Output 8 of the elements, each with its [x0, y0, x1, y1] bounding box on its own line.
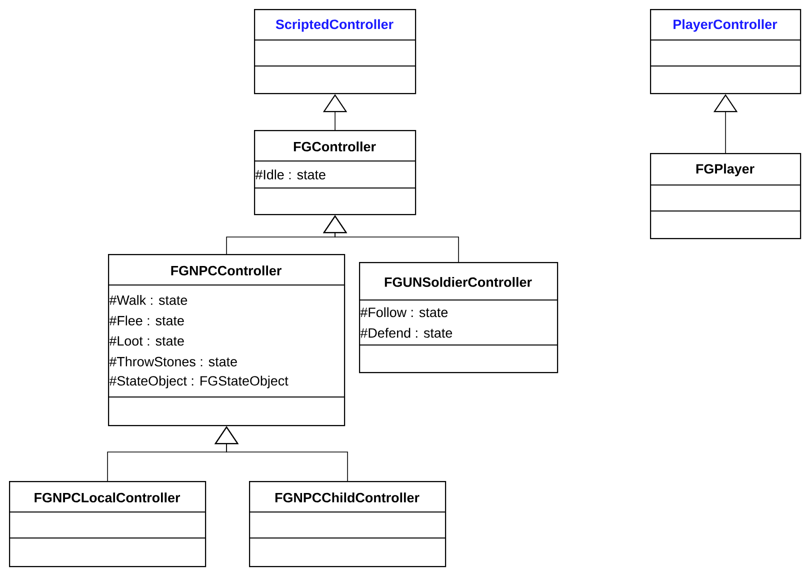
- class-box: FGNPCController #Walk : state #Flee : state #Loot : state #ThrowStones : state #StateObject : FGStateObject: [108, 254, 346, 426]
- class-box: FGNPCLocalController: [9, 481, 206, 568]
- class-box: FGUNSoldierController #Follow : state #Defend : state: [359, 262, 558, 374]
- class-box: FGPlayer: [650, 153, 802, 240]
- class-box: FGController #Idle : state: [254, 130, 416, 216]
- class-box: FGNPCChildController: [249, 481, 446, 568]
- class-box: PlayerController: [650, 9, 802, 94]
- class-box: ScriptedController: [254, 9, 416, 94]
